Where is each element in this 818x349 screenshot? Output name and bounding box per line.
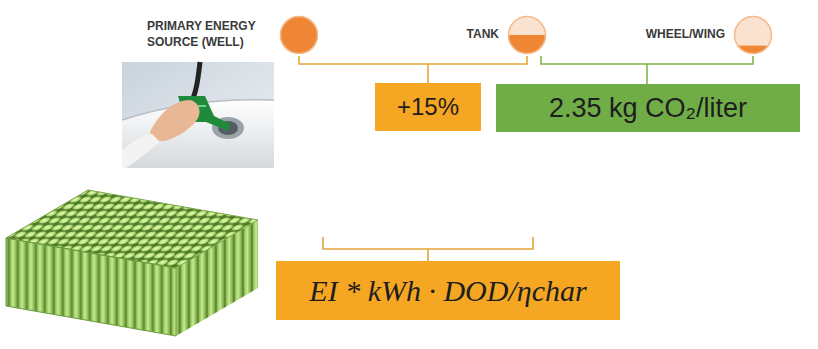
value-box: +15% — [375, 83, 481, 131]
level-circle — [279, 15, 319, 55]
level-indicator: PRIMARY ENERGY SOURCE (WELL) — [147, 15, 319, 55]
battery-pack-illustration — [6, 190, 258, 336]
bracket — [541, 56, 753, 84]
level-circle — [733, 15, 773, 55]
level-circle — [507, 15, 547, 55]
fuel-pump-photo — [122, 62, 274, 168]
stage-label: PRIMARY ENERGY SOURCE (WELL) — [147, 19, 271, 50]
value-box: 2.35 kg CO₂/liter — [496, 84, 800, 132]
box-value: +15% — [397, 93, 459, 121]
stage-label: WHEEL/WING — [646, 27, 725, 43]
level-indicator: TANK — [467, 15, 547, 55]
stage-label: TANK — [467, 27, 499, 43]
value-box: EI * kWh · DOD/ηchar — [276, 261, 620, 320]
bracket — [299, 56, 527, 83]
level-indicator: WHEEL/WING — [646, 15, 773, 55]
box-value: 2.35 kg CO₂/liter — [549, 93, 747, 124]
box-value: EI * kWh · DOD/ηchar — [309, 274, 586, 308]
bracket — [323, 237, 533, 261]
